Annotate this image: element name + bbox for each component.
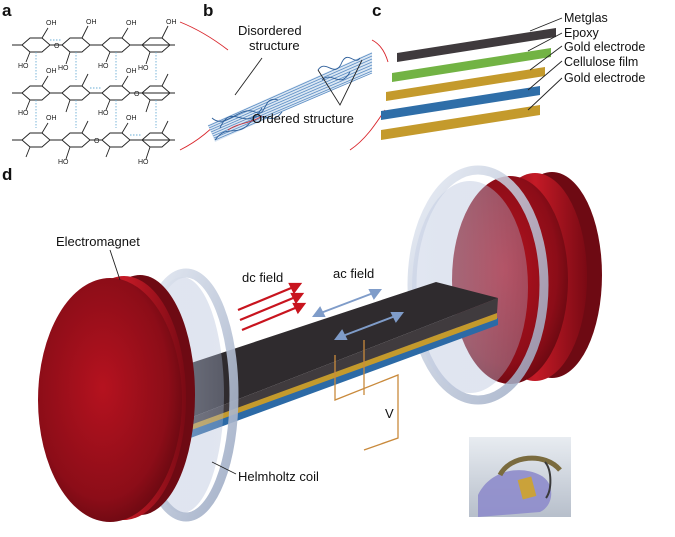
dc-field-label: dc field [242, 270, 283, 285]
chem-oh-label: OH [166, 19, 177, 26]
strip-metglas-layer [185, 282, 498, 418]
layer-label-cellulose-film: Cellulose film [564, 55, 638, 69]
layer-label-gold-electrode: Gold electrode [564, 40, 645, 54]
layer-cellulose-film [381, 86, 540, 120]
helmholtz-coil-label: Helmholtz coil [238, 469, 319, 484]
disordered-label-line2: structure [249, 38, 300, 53]
panel-letter-c: c [372, 1, 381, 20]
layer-label-epoxy: Epoxy [564, 26, 599, 40]
chem-o-label: O [94, 138, 100, 145]
voltage-label: V [385, 406, 394, 421]
chem-ho-label: HO [18, 63, 29, 70]
zoom-line [349, 109, 386, 151]
zoom-line [371, 39, 389, 63]
chem-oh-label: OH [126, 20, 137, 27]
panel-letter-a: a [2, 1, 12, 20]
chem-ho-label: HO [58, 65, 69, 72]
fiber-bundle [208, 52, 372, 142]
layer-metglas [397, 28, 556, 62]
chem-oh-label: OH [46, 68, 57, 75]
chem-ho-label: HO [98, 63, 109, 70]
chem-ho-label: HO [138, 65, 149, 72]
chem-o-label: O [134, 91, 140, 98]
chem-oh-label: OH [46, 20, 57, 27]
chem-ho-label: HO [98, 110, 109, 117]
ac-field-label: ac field [333, 266, 374, 281]
chem-oh-label: OH [126, 68, 137, 75]
layer-gold-electrode-bottom [381, 105, 540, 140]
layer-label-metglas: Metglas [564, 11, 608, 25]
chem-oh-label: OH [46, 115, 57, 122]
layer-stack: Metglas Epoxy Gold electrode Cellulose f… [381, 11, 645, 140]
chem-ho-label: HO [18, 110, 29, 117]
strip-cellulose-layer [185, 318, 498, 440]
voltage-wiring: V [334, 340, 399, 451]
chem-ho-label: HO [138, 159, 149, 166]
ordered-structure-label: Ordered structure [252, 111, 354, 126]
cellulose-structure: OH OH OH OH HO HO HO HO OH OH HO HO OH O… [12, 19, 177, 166]
electromagnet-label: Electromagnet [56, 234, 140, 249]
disordered-structure-label: Disordered structure [238, 23, 305, 53]
sample-strip [183, 282, 498, 440]
cellulose-chain-3 [12, 120, 175, 160]
ac-field-arrows [312, 289, 404, 340]
chem-oh-label: OH [86, 19, 97, 26]
panel-letter-d: d [2, 165, 12, 184]
layer-label-gold-electrode: Gold electrode [564, 71, 645, 85]
cellulose-chain-2 [12, 73, 175, 113]
electromagnet-left [38, 275, 195, 522]
layer-gold-electrode-top [386, 67, 545, 101]
chem-ho-label: HO [58, 159, 69, 166]
strip-gold-layer [183, 313, 497, 433]
fiber-structure: Disordered structure Ordered structure [207, 23, 373, 142]
disordered-label-line1: Disordered [238, 23, 302, 38]
chem-oh-label: OH [126, 115, 137, 122]
chem-o-label: O [54, 43, 60, 50]
dc-field-arrows [237, 282, 307, 332]
panel-letter-b: b [203, 1, 213, 20]
cellulose-chain-1 [12, 25, 175, 65]
disordered-strands [211, 56, 361, 141]
inset-photo [469, 437, 571, 517]
zoom-line [179, 21, 229, 51]
layer-epoxy [392, 48, 551, 82]
